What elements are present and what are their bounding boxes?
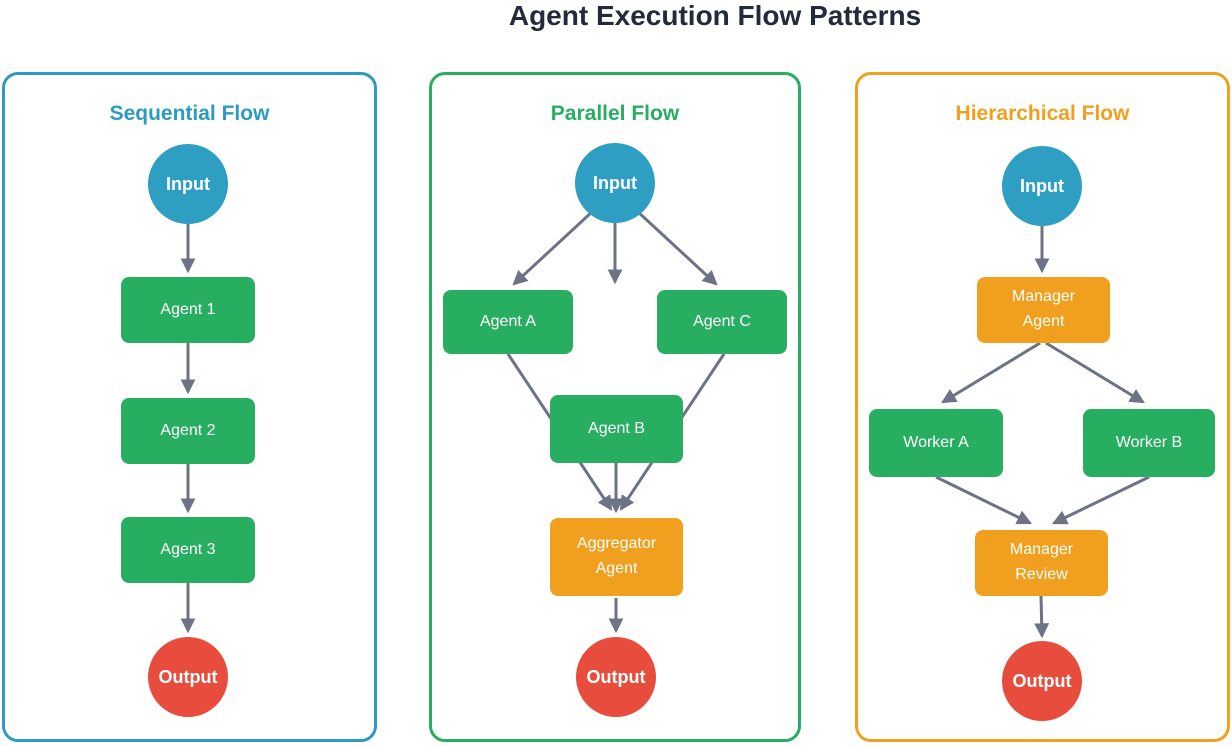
panel-parallel-flow: Parallel Flow Input Agent A Agent C Agen… <box>429 72 801 742</box>
agent-1-node: Agent 1 <box>121 277 255 343</box>
panel-hierarchical-flow: Hierarchical Flow Input Manager Agent Wo… <box>855 72 1230 742</box>
edge-input-to-agent-c <box>635 209 718 286</box>
panel-title-parallel: Parallel Flow <box>550 102 680 125</box>
agent-2-node: Agent 2 <box>121 398 255 464</box>
agent-3-node: Agent 3 <box>121 517 255 583</box>
panel-sequential-flow: Sequential Flow Input Agent 1 Agent 2 Ag… <box>2 72 377 742</box>
agent-c-node: Agent C <box>657 290 787 354</box>
diagram-title: Agent Execution Flow Patterns <box>508 0 922 31</box>
output-node: Output <box>1002 641 1082 721</box>
output-node: Output <box>576 637 656 717</box>
input-node: Input <box>148 144 228 224</box>
panel-title-sequential: Sequential Flow <box>109 102 270 125</box>
edge-worker-a-to-manager-review <box>935 475 1033 525</box>
edge-worker-b-to-manager-review <box>1051 475 1150 525</box>
manager-agent-node: Manager Agent <box>977 277 1110 343</box>
worker-b-node: Worker B <box>1083 409 1215 477</box>
edge-manager-agent-to-worker-b <box>1045 341 1145 404</box>
manager-review-node: Manager Review <box>975 530 1108 596</box>
panel-title-hierarchical: Hierarchical Flow <box>955 102 1130 125</box>
input-node: Input <box>575 143 655 223</box>
aggregator-agent-node: Aggregator Agent <box>550 518 683 596</box>
input-node: Input <box>1002 146 1082 226</box>
agent-a-node: Agent A <box>443 290 573 354</box>
edge-manager-agent-to-worker-a <box>941 341 1041 404</box>
edge-input-to-agent-a <box>512 209 595 286</box>
edge-manager-review-to-output <box>1034 595 1050 639</box>
output-node: Output <box>148 637 228 717</box>
worker-a-node: Worker A <box>869 409 1003 477</box>
agent-b-node: Agent B <box>550 395 683 463</box>
